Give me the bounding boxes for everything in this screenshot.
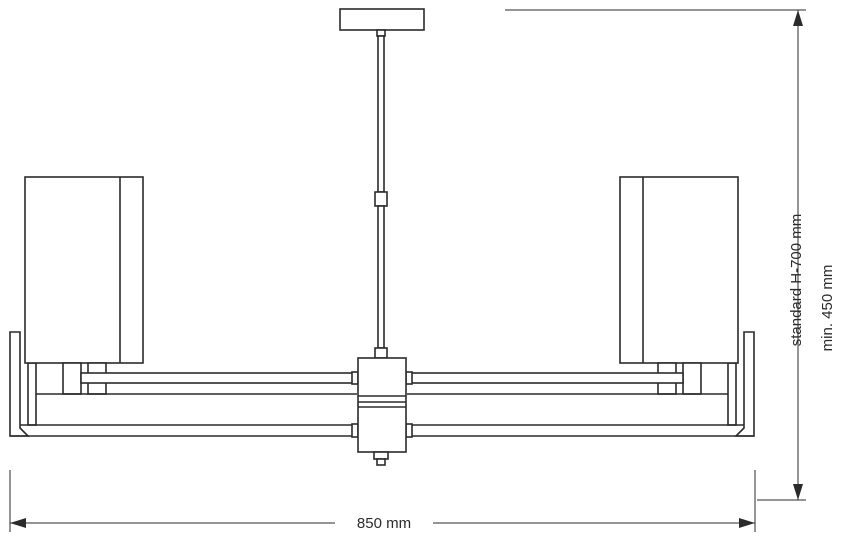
right-lamp-shade (619, 176, 739, 364)
central-hub (357, 357, 407, 466)
width-label: 850 mm (357, 515, 411, 532)
right-arm (405, 176, 755, 438)
height-min-label: min. 450 mm (819, 265, 836, 352)
ceiling-canopy (339, 8, 425, 31)
left-lamp-shade (24, 176, 144, 364)
width-dimension: 850 mm (9, 470, 756, 532)
suspension-rod (374, 29, 388, 359)
height-dimension: standard H-700 mm min. 450 mm (505, 9, 836, 501)
left-arm (9, 176, 359, 438)
height-standard-label: standard H-700 mm (788, 214, 805, 347)
